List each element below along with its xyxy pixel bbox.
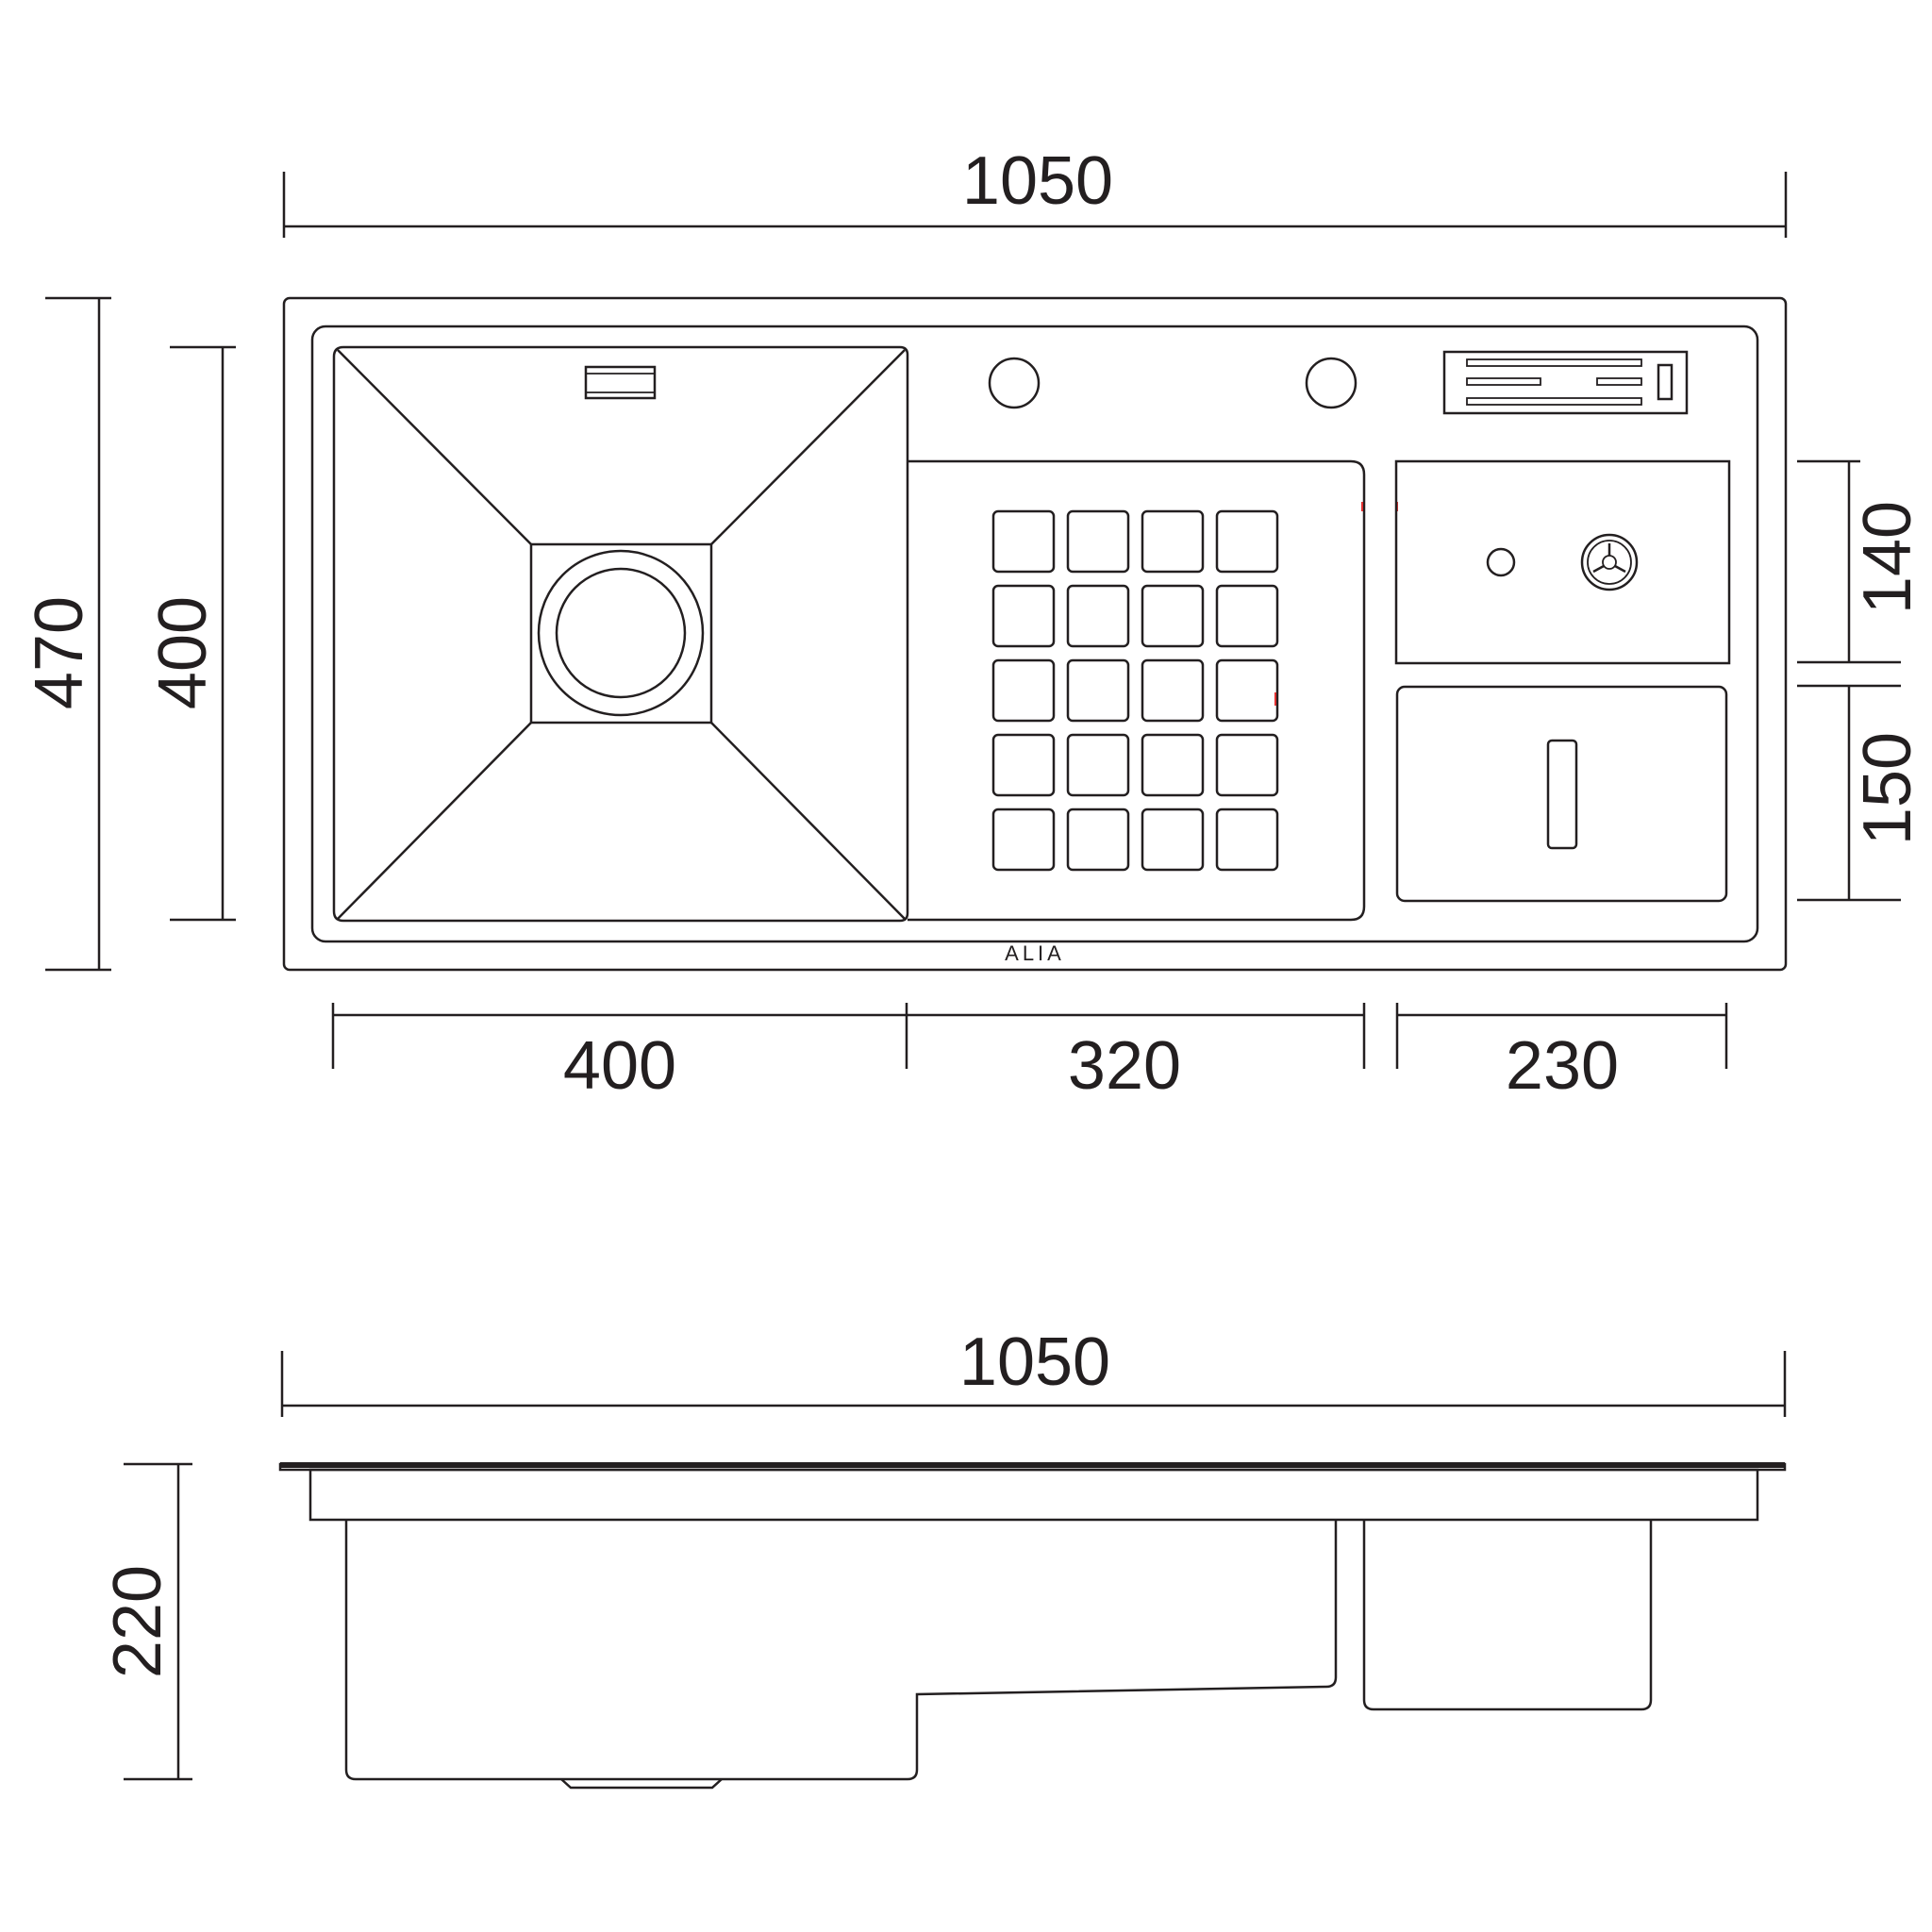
soap-hole	[1486, 547, 1516, 577]
overflow-slot	[584, 365, 657, 400]
sink-outer-rim	[282, 296, 1788, 972]
main-bowl	[332, 345, 909, 923]
upper-compartment	[1394, 459, 1731, 665]
tap-hole-right	[1305, 357, 1357, 409]
grid-cell	[1066, 509, 1130, 574]
dim-overall-depth: 470	[22, 296, 111, 972]
brand-logo: ALIA	[1005, 941, 1065, 965]
lower-compartment	[1395, 685, 1728, 903]
dim-overall-width-side: 1050	[280, 1324, 1787, 1417]
side-drain-outlet	[560, 1778, 723, 1790]
drainboard	[908, 459, 1398, 922]
grid-cell	[1066, 658, 1130, 723]
grid-cell	[1066, 733, 1130, 797]
dim-overall-width-top: 1050	[282, 143, 1788, 238]
grid-cell	[991, 733, 1056, 797]
grid-cell	[1215, 658, 1279, 723]
grid-cell	[991, 658, 1056, 723]
grid-cell	[1141, 733, 1205, 797]
grid-cell	[1141, 584, 1205, 648]
dim-label-upper-compartment: 140	[1850, 501, 1925, 614]
grid-cell	[991, 808, 1056, 872]
dim-compartments: 140 150	[1797, 459, 1925, 902]
drain-grid	[991, 509, 1279, 872]
filter-icon	[1580, 533, 1639, 591]
knife-holder	[1442, 350, 1689, 415]
dim-height: 220	[100, 1462, 192, 1781]
dim-label-drainboard-width: 320	[1068, 1028, 1181, 1104]
grid-cell	[1215, 808, 1279, 872]
sink-inner-deck	[310, 325, 1759, 943]
side-view: 1050 220	[100, 1324, 1787, 1790]
tap-hole-left	[988, 357, 1041, 409]
drain-strainer-icon	[537, 549, 705, 717]
grid-cell	[1141, 509, 1205, 574]
grid-cell	[991, 584, 1056, 648]
dim-label-side-overall-width: 1050	[959, 1324, 1110, 1400]
dim-sections: 400 320 230	[331, 1003, 1728, 1104]
drain-square	[529, 542, 713, 724]
dim-label-bowl-depth: 400	[145, 596, 221, 709]
drain-slot	[1546, 739, 1578, 850]
dim-label-height: 220	[100, 1565, 175, 1678]
grid-cell	[1066, 808, 1130, 872]
grid-cell	[1215, 509, 1279, 574]
dim-label-overall-depth: 470	[22, 596, 97, 709]
dim-label-overall-width: 1050	[962, 143, 1113, 219]
side-main-bowl	[344, 1520, 1338, 1781]
side-small-compartment	[1362, 1520, 1653, 1711]
grid-cell	[1215, 584, 1279, 648]
dim-label-bowl-width: 400	[563, 1028, 676, 1104]
top-view: 1050 470 400	[22, 143, 1925, 1104]
dim-label-lower-compartment: 150	[1850, 732, 1925, 845]
grid-cell	[1215, 733, 1279, 797]
grid-cell	[1066, 584, 1130, 648]
side-deck	[308, 1468, 1759, 1522]
grid-cell	[1141, 658, 1205, 723]
dim-bowl-depth: 400	[145, 345, 236, 922]
grid-cell	[991, 509, 1056, 574]
dim-label-side-width: 230	[1506, 1028, 1619, 1104]
grid-cell	[1141, 808, 1205, 872]
